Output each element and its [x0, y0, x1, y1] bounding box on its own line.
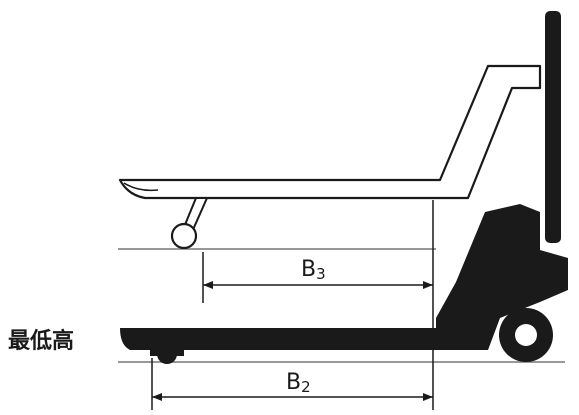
- truck-body: [436, 204, 568, 350]
- truck-handle: [545, 11, 561, 243]
- raised-fork-outline: [118, 64, 542, 200]
- raised-fork-tip: [123, 182, 159, 192]
- b2-label: B2: [286, 370, 311, 396]
- b2-arrow-right: [423, 393, 433, 401]
- steer-wheel-hub: [515, 324, 537, 346]
- b2-arrow-left: [152, 393, 162, 401]
- b3-arrow-left: [203, 281, 213, 289]
- lowered-fork: [120, 328, 436, 350]
- lowered-front-roller: [157, 344, 177, 364]
- b3-label: B3: [301, 257, 326, 283]
- raised-front-roller: [170, 222, 198, 250]
- lowest-height-label: 最低高: [8, 328, 74, 354]
- b3-arrow-right: [423, 281, 433, 289]
